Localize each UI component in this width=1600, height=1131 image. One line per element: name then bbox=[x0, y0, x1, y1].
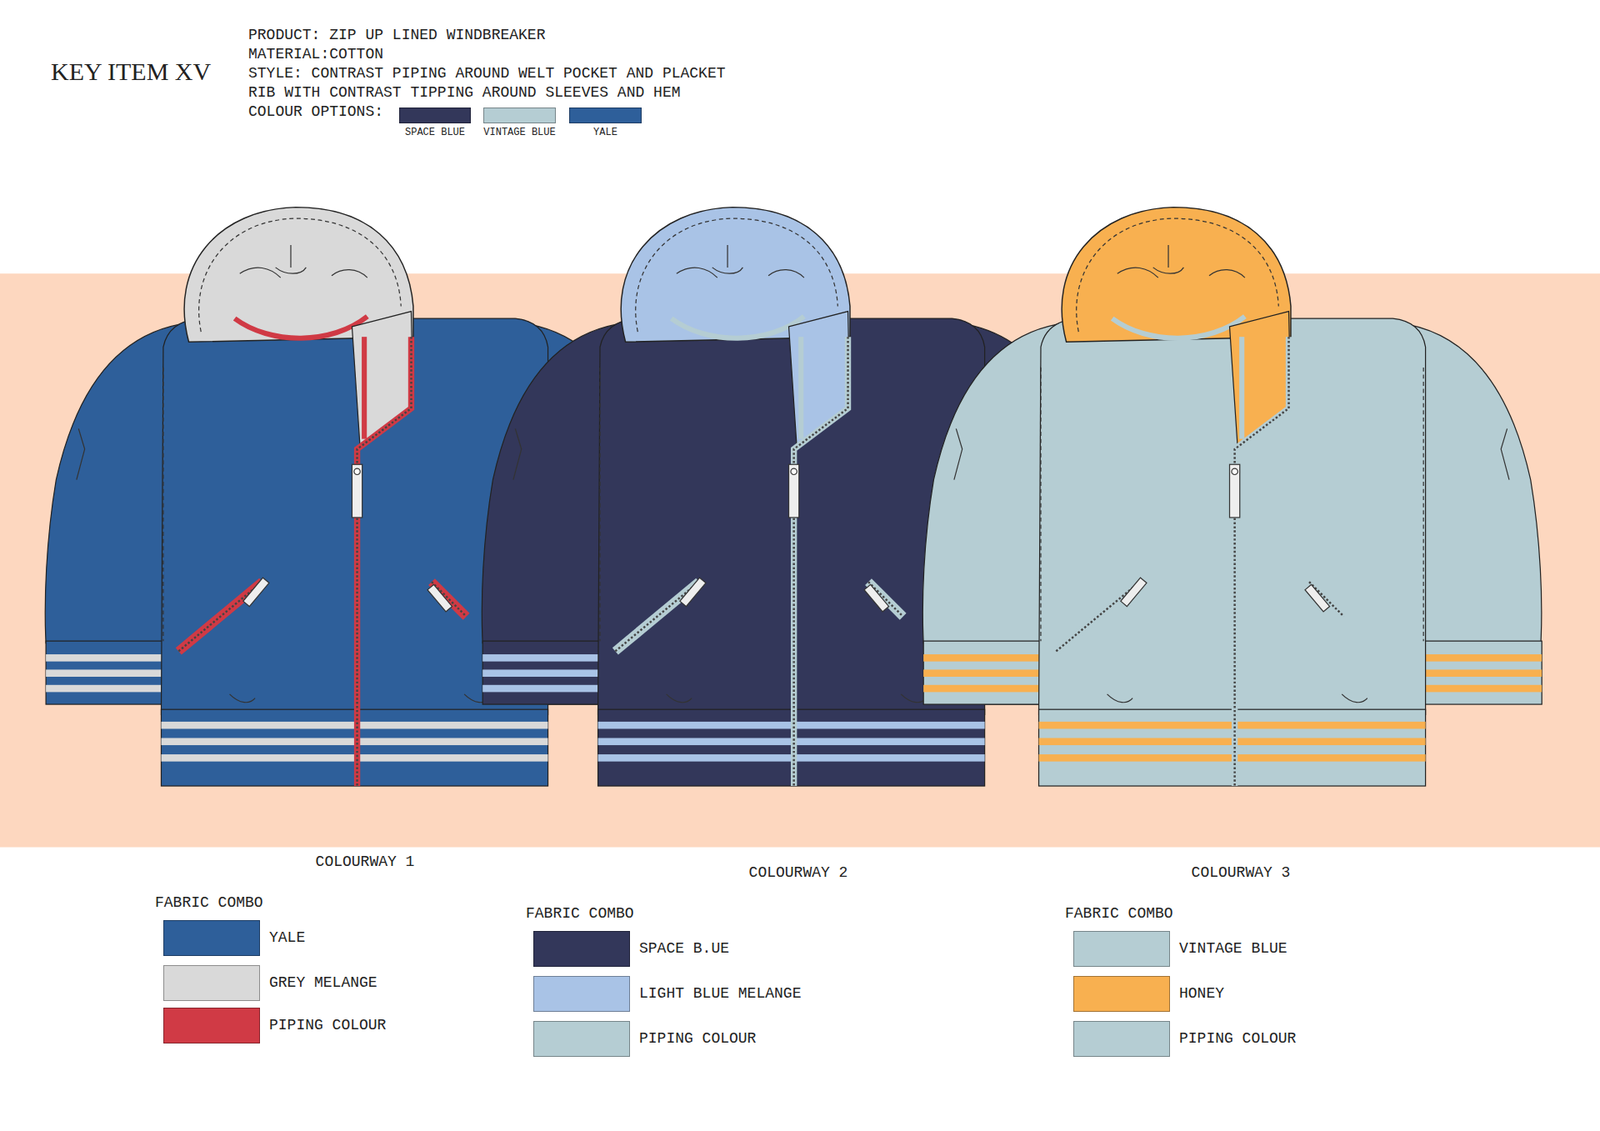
swatch-label: LIGHT BLUE MELANGE bbox=[639, 985, 801, 1004]
spec-line: RIB WITH CONTRAST TIPPING AROUND SLEEVES… bbox=[248, 84, 680, 103]
swatch-label: YALE bbox=[593, 126, 618, 139]
swatch-label: PIPING COLOUR bbox=[1179, 1030, 1296, 1049]
color-swatch bbox=[533, 1020, 630, 1057]
spec-line: COLOUR OPTIONS: bbox=[248, 103, 384, 122]
swatch-label: PIPING COLOUR bbox=[269, 1016, 386, 1035]
swatch-label: PIPING COLOUR bbox=[639, 1030, 756, 1049]
colourway-heading: COLOURWAY 1 bbox=[315, 853, 415, 872]
color-swatch bbox=[163, 920, 260, 956]
swatch-label: SPACE B.UE bbox=[639, 940, 730, 959]
color-swatch bbox=[1073, 1020, 1170, 1057]
swatch-label: HONEY bbox=[1179, 985, 1225, 1004]
color-swatch bbox=[163, 965, 260, 1001]
swatch-label: GREY MELANGE bbox=[269, 974, 378, 993]
spec-line: MATERIAL:COTTON bbox=[248, 45, 384, 65]
spec-line: STYLE: CONTRAST PIPING AROUND WELT POCKE… bbox=[248, 65, 726, 84]
combo-heading: FABRIC COMBO bbox=[155, 894, 264, 913]
spec-line: PRODUCT: ZIP UP LINED WINDBREAKER bbox=[248, 26, 545, 45]
color-swatch bbox=[483, 107, 556, 124]
swatch-label: YALE bbox=[269, 929, 305, 948]
color-swatch bbox=[1073, 975, 1170, 1012]
color-swatch bbox=[1073, 930, 1170, 967]
swatch-label: VINTAGE BLUE bbox=[483, 126, 555, 139]
color-swatch bbox=[569, 107, 642, 124]
page-title: KEY ITEM XV bbox=[50, 56, 211, 87]
combo-heading: FABRIC COMBO bbox=[1065, 905, 1174, 924]
swatch-label: VINTAGE BLUE bbox=[1179, 940, 1288, 959]
swatch-label: SPACE BLUE bbox=[405, 126, 465, 139]
color-swatch bbox=[533, 930, 630, 967]
colourway-heading: COLOURWAY 3 bbox=[1191, 864, 1291, 883]
color-swatch bbox=[163, 1007, 260, 1044]
color-swatch bbox=[399, 107, 471, 124]
colourway-heading: COLOURWAY 2 bbox=[749, 864, 849, 883]
combo-heading: FABRIC COMBO bbox=[525, 905, 635, 924]
color-swatch bbox=[533, 975, 630, 1012]
